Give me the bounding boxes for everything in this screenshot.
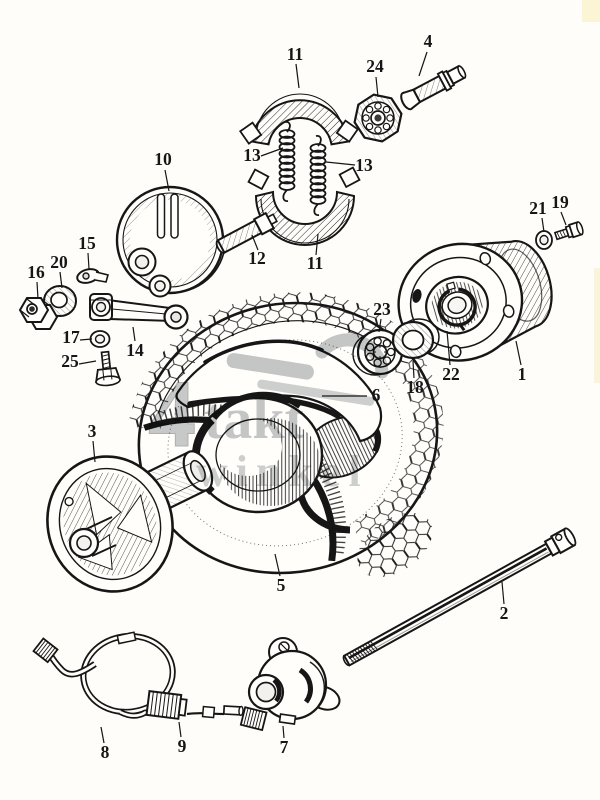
part-16-nut [18,297,59,330]
part-13-spring-right [309,134,327,216]
part-label-11-lower: 11 [307,253,324,273]
part-24-bearing [353,93,403,143]
part-5-tire [128,292,444,578]
part-label-10: 10 [154,149,172,169]
part-labels: 11 24 4 13 13 10 12 11 19 21 15 20 16 17… [27,31,569,762]
part-label-20: 20 [50,252,68,272]
part-label-2: 2 [500,603,509,623]
part-label-11-upper: 11 [287,44,304,64]
part-label-3: 3 [88,421,97,441]
part-label-18: 18 [406,377,424,397]
part-label-12: 12 [248,248,266,268]
part-label-6: 6 [372,385,381,405]
part-25-bolt [95,350,122,387]
part-label-14: 14 [126,340,144,360]
paper-tint [582,0,600,383]
part-13-spring-left [278,120,296,202]
part-label-25: 25 [61,351,79,371]
part-label-4: 4 [424,31,433,51]
part-11-brake-shoe-lower [247,166,361,246]
part-21-washer [535,230,553,250]
part-label-16: 16 [27,262,45,282]
part-label-23: 23 [373,299,391,319]
part-9-cable-adjuster [145,689,244,720]
part-18-spacer-collar [391,318,440,360]
part-7-speedo-drive [239,637,341,732]
leader-lines [36,51,567,744]
part-20-washer [43,285,77,317]
part-label-19: 19 [551,192,569,212]
part-10-brake-panel [115,185,225,298]
part-15-joint-piece [76,268,109,284]
part-label-8: 8 [101,742,110,762]
part-label-9: 9 [178,736,187,756]
part-3-wheel-hub [46,450,214,593]
watermark-takt: takt [204,386,305,451]
part-11-brake-shoe-upper [238,93,360,146]
part-4-axle-sleeve [400,64,467,111]
part-2-axle [342,527,577,667]
part-12-brake-cam [215,211,278,255]
part-14-brake-arm [89,293,189,330]
part-8-speedo-cable [32,631,176,719]
part-17-washer-small [89,330,111,348]
watermark: 4 takt winkel [148,333,389,496]
part-label-7: 7 [280,737,289,757]
part-label-22: 22 [442,364,460,384]
part-label-1: 1 [518,364,527,384]
part-label-5: 5 [277,575,286,595]
part-22-circlip [437,281,477,332]
part-19-bolt [553,220,584,241]
part-label-15: 15 [78,233,96,253]
part-label-21: 21 [529,198,547,218]
part-label-24: 24 [366,56,384,76]
watermark-4: 4 [148,360,196,467]
watermark-winkel: winkel [196,447,369,496]
part-label-17: 17 [62,327,80,347]
part-label-13-left: 13 [243,145,261,165]
part-label-13-right: 13 [355,155,373,175]
tire-near-bead-hole [191,391,324,514]
